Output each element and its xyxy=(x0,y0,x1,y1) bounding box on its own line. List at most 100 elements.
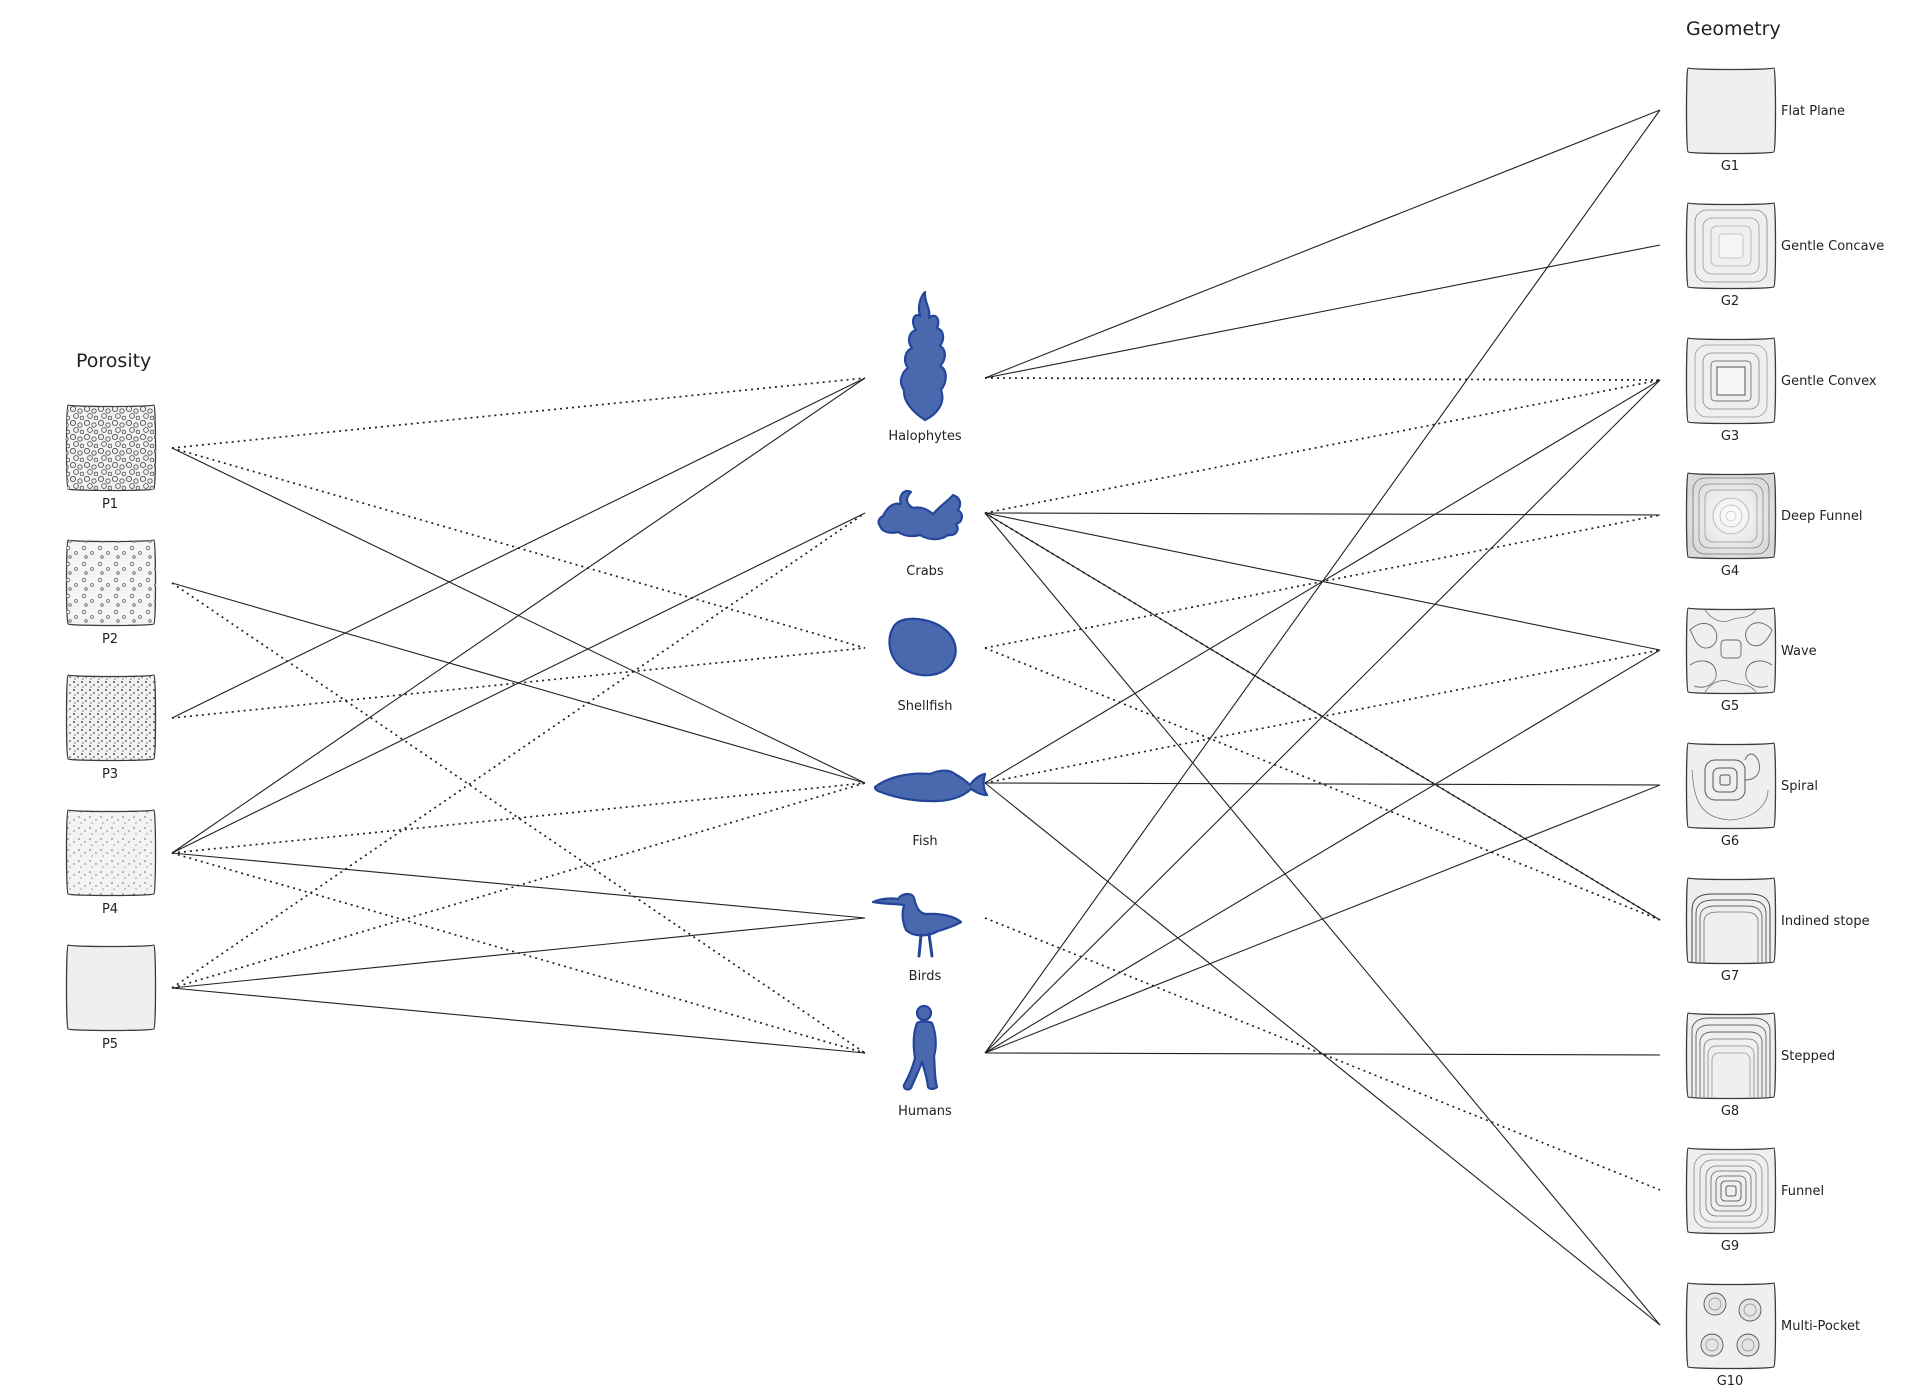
geometry-label: Spiral xyxy=(1781,779,1818,794)
geometry-g9[interactable]: Funnel G9 xyxy=(1685,1147,1825,1254)
porosity-p1[interactable]: P1 xyxy=(65,404,157,512)
species-label: Crabs xyxy=(906,564,944,579)
link-crabs-g4 xyxy=(984,512,1661,516)
species-label: Shellfish xyxy=(898,699,953,714)
species-fish[interactable]: Fish xyxy=(873,769,989,849)
geometry-g1[interactable]: Flat Plane G1 xyxy=(1685,67,1845,174)
geometry-g10[interactable]: Multi-Pocket G10 xyxy=(1685,1282,1861,1389)
pocket-icon xyxy=(1703,1292,1727,1316)
porosity-texture-icon xyxy=(66,405,156,491)
geometry-g3[interactable]: Gentle Convex G3 xyxy=(1685,337,1877,444)
geometry-label: Multi-Pocket xyxy=(1781,1319,1860,1334)
pocket-icon xyxy=(1700,1333,1724,1357)
bird-leg-icon xyxy=(917,933,923,958)
link-halophytes-g3 xyxy=(984,377,1661,381)
link-p5-birds xyxy=(171,917,866,989)
contour-icon xyxy=(1694,344,1768,418)
geometry-code: G1 xyxy=(1721,159,1739,174)
porosity-p2[interactable]: P2 xyxy=(65,539,157,647)
bird-icon xyxy=(871,892,963,937)
link-p3-halophytes xyxy=(171,377,866,719)
link-shellfish-g7 xyxy=(984,647,1661,921)
geometry-g4[interactable]: Deep Funnel G4 xyxy=(1685,472,1863,579)
link-p5-crabs xyxy=(171,512,866,989)
fish-icon xyxy=(873,769,989,803)
geometry-g7[interactable]: Indined stope G7 xyxy=(1685,877,1870,984)
geometry-label: Gentle Convex xyxy=(1781,374,1877,389)
connection-lines xyxy=(171,109,1661,1326)
human-head-icon xyxy=(915,1004,933,1022)
porosity-code: P3 xyxy=(102,767,118,782)
link-crabs-g3 xyxy=(984,379,1661,514)
species-crabs[interactable]: Crabs xyxy=(877,489,963,579)
geometry-code: G6 xyxy=(1721,834,1739,849)
halophyte-plant-icon xyxy=(899,290,947,422)
pocket-icon xyxy=(1738,1298,1762,1322)
porosity-p3[interactable]: P3 xyxy=(65,674,157,782)
link-humans-g1 xyxy=(984,109,1661,1054)
geometry-heading: Geometry xyxy=(1686,18,1781,40)
link-p1-halophytes xyxy=(171,377,866,449)
link-fish-g6 xyxy=(984,782,1661,786)
porosity-p4[interactable]: P4 xyxy=(65,809,157,917)
geometry-code: G3 xyxy=(1721,429,1739,444)
species-label: Birds xyxy=(909,969,942,984)
pocket-icon xyxy=(1736,1333,1760,1357)
geometry-g2[interactable]: Gentle Concave G2 xyxy=(1685,202,1885,309)
contour-icon xyxy=(1694,209,1768,283)
stepped-contour-icon xyxy=(1691,1017,1771,1097)
contour-icon xyxy=(1692,477,1770,555)
species-halophytes[interactable]: Halophytes xyxy=(888,290,962,444)
geometry-code: G10 xyxy=(1717,1374,1744,1389)
geometry-code: G7 xyxy=(1721,969,1739,984)
slope-contour-icon xyxy=(1691,893,1771,962)
species-shellfish[interactable]: Shellfish xyxy=(888,617,957,714)
funnel-contour-icon xyxy=(1693,1153,1769,1229)
porosity-p5[interactable]: P5 xyxy=(65,944,157,1052)
geometry-code: G2 xyxy=(1721,294,1739,309)
link-p4-fish xyxy=(171,782,866,854)
geometry-g6[interactable]: Spiral G6 xyxy=(1685,742,1819,849)
porosity-code: P5 xyxy=(102,1037,118,1052)
geometry-code: G5 xyxy=(1721,699,1739,714)
geometry-g8[interactable]: Stepped G8 xyxy=(1685,1012,1836,1119)
link-birds-g9 xyxy=(984,917,1661,1191)
species-label: Halophytes xyxy=(888,429,962,444)
link-p5-humans xyxy=(171,987,866,1054)
species-label: Fish xyxy=(912,834,937,849)
species-humans[interactable]: Humans xyxy=(898,1004,952,1119)
geometry-label: Deep Funnel xyxy=(1781,509,1863,524)
geometry-code: G9 xyxy=(1721,1239,1739,1254)
link-humans-g6 xyxy=(984,784,1661,1054)
link-p4-crabs xyxy=(171,512,866,854)
wave-contour-icon xyxy=(1689,623,1718,649)
geometry-label: Wave xyxy=(1781,644,1817,659)
geometry-code: G4 xyxy=(1721,564,1739,579)
porosity-code: P4 xyxy=(102,902,118,917)
porosity-texture-icon xyxy=(66,675,156,761)
species-label: Humans xyxy=(898,1104,952,1119)
geometry-label: Indined stope xyxy=(1781,914,1870,929)
geometry-g5[interactable]: Wave G5 xyxy=(1685,607,1817,714)
geometry-label: Stepped xyxy=(1781,1049,1835,1064)
link-humans-g3 xyxy=(984,379,1661,1054)
link-halophytes-g1 xyxy=(984,109,1661,379)
crab-icon xyxy=(877,489,963,541)
shellfish-icon xyxy=(888,617,957,677)
porosity-code: P2 xyxy=(102,632,118,647)
bird-leg-icon xyxy=(927,932,934,958)
species-birds[interactable]: Birds xyxy=(871,892,963,984)
link-halophytes-g2 xyxy=(984,244,1661,379)
link-p4-halophytes xyxy=(171,377,866,854)
porosity-heading: Porosity xyxy=(76,350,151,372)
porosity-code: P1 xyxy=(102,497,118,512)
geometry-label: Funnel xyxy=(1781,1184,1824,1199)
link-humans-g8 xyxy=(984,1052,1661,1056)
porosity-texture-icon xyxy=(66,540,156,626)
geometry-label: Flat Plane xyxy=(1781,104,1845,119)
geometry-label: Gentle Concave xyxy=(1781,239,1884,254)
link-humans-g5 xyxy=(984,649,1661,1054)
human-figure-icon xyxy=(902,1020,939,1091)
link-p5-fish xyxy=(171,782,866,989)
